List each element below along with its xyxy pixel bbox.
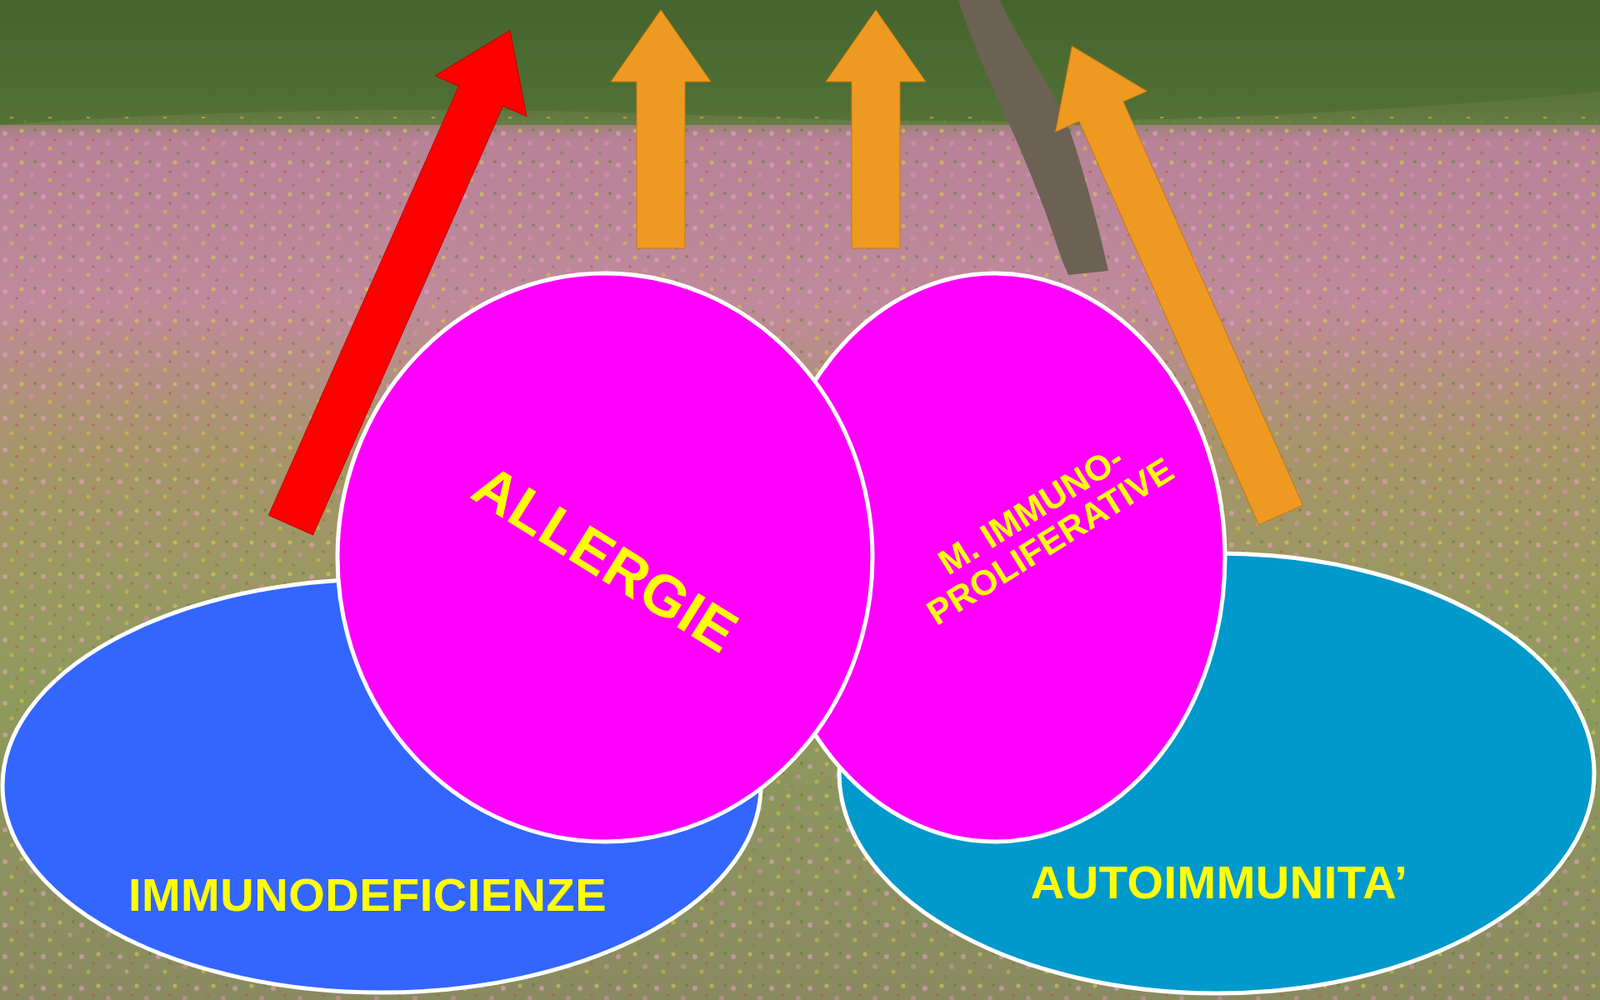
node-label: IMMUNODEFICIENZE <box>128 870 607 920</box>
circle-outline <box>765 273 1225 842</box>
circle-outline <box>337 273 873 842</box>
circle-node: ALLERGIE <box>335 270 875 845</box>
arrow <box>610 10 711 249</box>
node-label: AUTOIMMUNITA’ <box>1030 858 1408 908</box>
arrow <box>825 10 926 249</box>
ellipse-outline <box>839 553 1595 994</box>
ellipse-outline <box>2 579 761 993</box>
